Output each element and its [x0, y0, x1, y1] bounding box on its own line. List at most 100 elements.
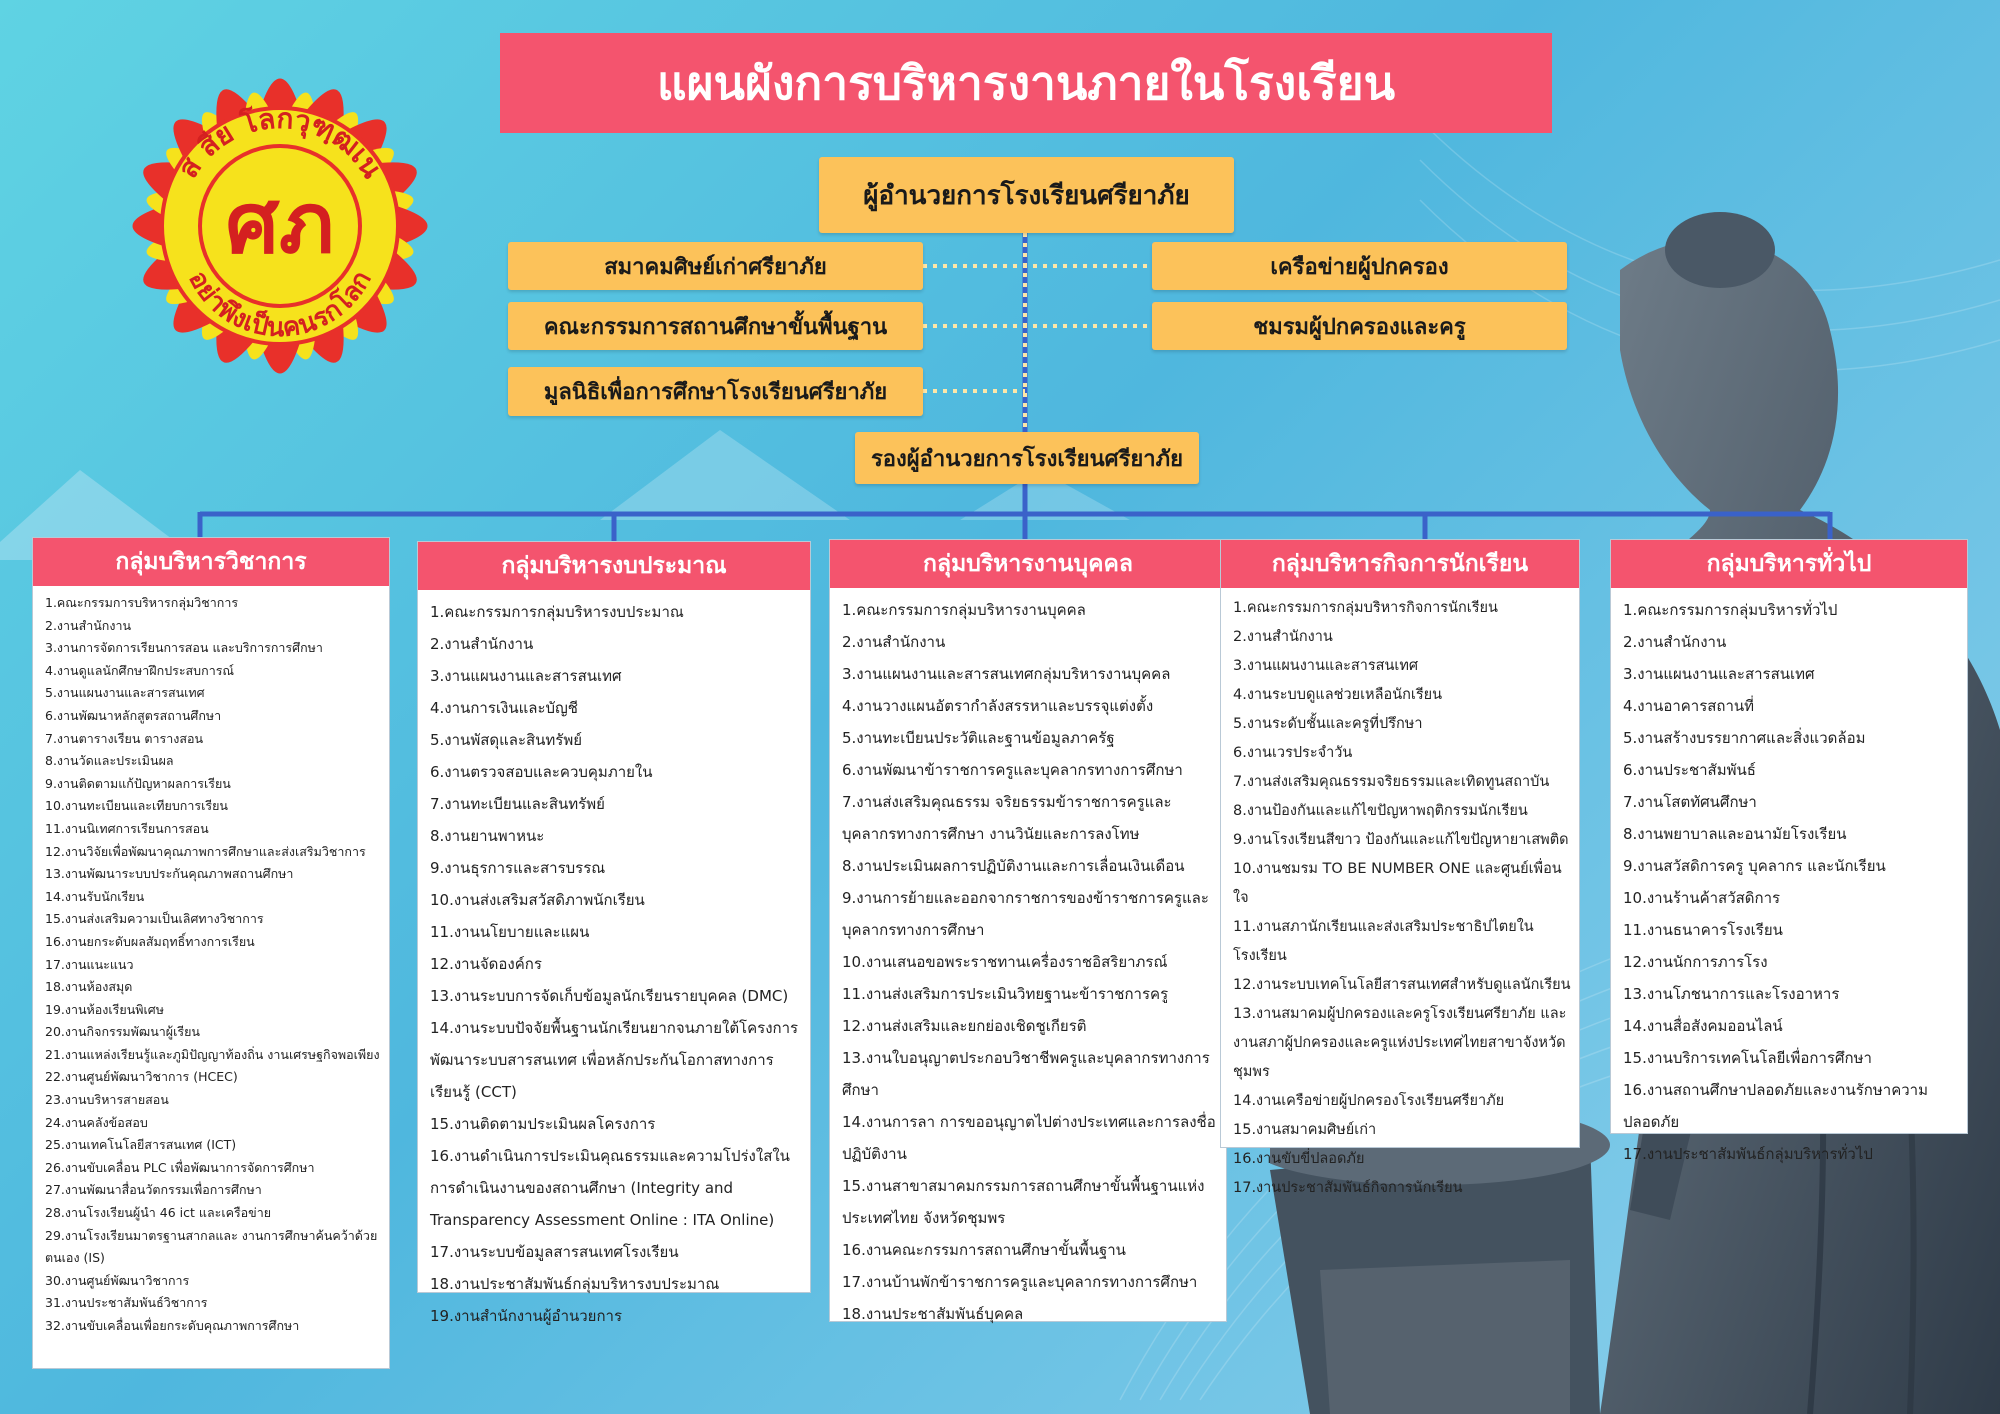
list-item: 31.งานประชาสัมพันธ์วิชาการ	[45, 1295, 208, 1311]
list-item: 1.คณะกรรมการกลุ่มบริหารทั่วไป	[1623, 601, 1838, 619]
group-budget-title: กลุ่มบริหารงบประมาณ	[418, 542, 810, 590]
list-item: 15.งานสาขาสมาคมกรรมการสถานศึกษาขั้นพื้นฐ…	[842, 1177, 1205, 1227]
list-item: 16.งานยกระดับผลสัมฤทธิ์ทางการเรียน	[45, 933, 255, 949]
education-foundation-box: มูลนิธิเพื่อการศึกษาโรงเรียนศรียาภัย	[508, 367, 923, 416]
list-item: 14.งานระบบปัจจัยพื้นฐานนักเรียนยากจนภายใ…	[430, 1019, 799, 1101]
parent-network-box: เครือข่ายผู้ปกครอง	[1152, 242, 1567, 290]
list-item: 11.งานส่งเสริมการประเมินวิทยฐานะข้าราชกา…	[842, 985, 1169, 1003]
list-item: 13.งานสมาคมผู้ปกครองและครูโรงเรียนศรียาภ…	[1233, 1006, 1567, 1080]
group-general-admin-list: 1.คณะกรรมการกลุ่มบริหารทั่วไป 2.งานสำนักง…	[1611, 588, 1967, 1174]
list-item: 17.งานระบบข้อมูลสารสนเทศโรงเรียน	[430, 1243, 679, 1261]
list-item: 4.งานวางแผนอัตรากำลังสรรหาและบรรจุแต่งตั…	[842, 697, 1154, 715]
list-item: 4.งานระบบดูแลช่วยเหลือนักเรียน	[1233, 687, 1443, 703]
list-item: 15.งานสมาคมศิษย์เก่า	[1233, 1122, 1377, 1138]
list-item: 18.งานประชาสัมพันธ์กลุ่มบริหารงบประมาณ	[430, 1275, 720, 1293]
list-item: 11.งานธนาคารโรงเรียน	[1623, 921, 1783, 939]
list-item: 12.งานจัดองค์กร	[430, 955, 542, 973]
list-item: 18.งานประชาสัมพันธ์บุคคล	[842, 1305, 1024, 1323]
list-item: 3.งานแผนงานและสารสนเทศ	[430, 667, 622, 685]
list-item: 14.งานรับนักเรียน	[45, 888, 145, 904]
group-personnel-title: กลุ่มบริหารงานบุคคล	[830, 540, 1226, 588]
list-item: 21.งานแหล่งเรียนรู้และภูมิปัญญาท้องถิ่น …	[45, 1046, 380, 1062]
list-item: 2.งานสำนักงาน	[430, 635, 534, 653]
list-item: 32.งานขับเคลื่อนเพื่อยกระดับคุณภาพการศึก…	[45, 1318, 300, 1333]
list-item: 15.งานติดตามประเมินผลโครงการ	[430, 1115, 656, 1133]
list-item: 11.งานนิเทศการเรียนการสอน	[45, 820, 209, 836]
list-item: 3.งานแผนงานและสารสนเทศกลุ่มบริหารงานบุคค…	[842, 665, 1171, 683]
list-item: 8.งานยานพาหนะ	[430, 827, 545, 845]
list-item: 17.งานบ้านพักข้าราชการครูและบุคลากรทางกา…	[842, 1273, 1198, 1291]
list-item: 9.งานสวัสดิการครู บุคลากร และนักเรียน	[1623, 857, 1886, 875]
list-item: 13.งานระบบการจัดเก็บข้อมูลนักเรียนรายบุค…	[430, 987, 789, 1005]
list-item: 10.งานส่งเสริมสวัสดิภาพนักเรียน	[430, 891, 645, 909]
list-item: 16.งานดำเนินการประเมินคุณธรรมและความโปร่…	[430, 1147, 790, 1229]
list-item: 7.งานโสตทัศนศึกษา	[1623, 793, 1757, 811]
list-item: 17.งานประชาสัมพันธ์กลุ่มบริหารทั่วไป	[1623, 1145, 1873, 1163]
list-item: 29.งานโรงเรียนมาตรฐานสากลและ งานการศึกษา…	[45, 1227, 378, 1266]
list-item: 4.งานการเงินและบัญชี	[430, 699, 578, 717]
list-item: 30.งานศูนย์พัฒนาวิชาการ	[45, 1272, 190, 1288]
group-student-affairs-title: กลุ่มบริหารกิจการนักเรียน	[1221, 540, 1579, 588]
list-item: 1.คณะกรรมการบริหารกลุ่มวิชาการ	[45, 595, 239, 610]
list-item: 24.งานคลังข้อสอบ	[45, 1114, 148, 1130]
list-item: 15.งานบริการเทคโนโลยีเพื่อการศึกษา	[1623, 1049, 1872, 1067]
list-item: 16.งานขับขี่ปลอดภัย	[1233, 1151, 1365, 1167]
group-budget: กลุ่มบริหารงบประมาณ 1.คณะกรรมการกลุ่มบริ…	[417, 541, 811, 1325]
list-item: 8.งานวัดและประเมินผล	[45, 753, 174, 769]
list-item: 4.งานดูแลนักศึกษาฝึกประสบการณ์	[45, 662, 235, 678]
list-item: 2.งานสำนักงาน	[842, 633, 946, 651]
list-item: 13.งานใบอนุญาตประกอบวิชาชีพครูและบุคลากร…	[842, 1049, 1210, 1099]
list-item: 6.งานตรวจสอบและควบคุมภายใน	[430, 763, 653, 781]
list-item: 9.งานติดตามแก้ปัญหาผลการเรียน	[45, 775, 231, 791]
list-item: 19.งานห้องเรียนพิเศษ	[45, 1001, 164, 1017]
list-item: 1.คณะกรรมการกลุ่มบริหารกิจการนักเรียน	[1233, 600, 1498, 616]
list-item: 8.งานป้องกันและแก้ไขปัญหาพฤติกรรมนักเรีย…	[1233, 803, 1528, 819]
list-item: 22.งานศูนย์พัฒนาวิชาการ (HCEC)	[45, 1069, 238, 1085]
list-item: 5.งานทะเบียนประวัติและฐานข้อมูลภาครัฐ	[842, 729, 1115, 747]
logo-emblem-letters: ศภ	[226, 174, 335, 272]
list-item: 10.งานร้านค้าสวัสดิการ	[1623, 889, 1781, 907]
list-item: 13.งานโภชนาการและโรงอาหาร	[1623, 985, 1840, 1003]
list-item: 10.งานชมรม TO BE NUMBER ONE และศูนย์เพื่…	[1233, 861, 1562, 906]
list-item: 5.งานสร้างบรรยากาศและสิ่งแวดล้อม	[1623, 729, 1866, 747]
list-item: 12.งานนักการภารโรง	[1623, 953, 1768, 971]
list-item: 14.งานการลา การขออนุญาตไปต่างประเทศและกา…	[842, 1113, 1216, 1163]
list-item: 3.งานแผนงานและสารสนเทศ	[1623, 665, 1815, 683]
list-item: 8.งานพยาบาลและอนามัยโรงเรียน	[1623, 825, 1847, 843]
list-item: 2.งานสำนักงาน	[1233, 629, 1333, 645]
list-item: 9.งานธุรการและสารบรรณ	[430, 859, 606, 877]
list-item: 7.งานส่งเสริมคุณธรรม จริยธรรมข้าราชการคร…	[842, 793, 1172, 843]
list-item: 13.งานพัฒนาระบบประกันคุณภาพสถานศึกษา	[45, 866, 294, 882]
list-item: 9.งานการย้ายและออกจากราชการของข้าราชการค…	[842, 889, 1209, 939]
school-logo: ส สีย โลกวุฑฺฒเน อย่าพึงเป็นคนรกโลก ศภ	[132, 78, 428, 374]
list-item: 23.งานบริหารสายสอน	[45, 1092, 169, 1108]
list-item: 1.คณะกรรมการกลุ่มบริหารงานบุคคล	[842, 601, 1086, 619]
list-item: 7.งานทะเบียนและสินทรัพย์	[430, 795, 605, 813]
list-item: 25.งานเทคโนโลยีสารสนเทศ (ICT)	[45, 1137, 237, 1153]
list-item: 12.งานวิจัยเพื่อพัฒนาคุณภาพการศึกษาและส่…	[45, 843, 366, 859]
list-item: 9.งานโรงเรียนสีขาว ป้องกันและแก้ไขปัญหาย…	[1233, 832, 1569, 848]
list-item: 6.งานเวรประจำวัน	[1233, 745, 1353, 761]
list-item: 7.งานตารางเรียน ตารางสอน	[45, 730, 204, 746]
list-item: 8.งานประเมินผลการปฏิบัติงานและการเลื่อนเ…	[842, 857, 1185, 875]
group-general-admin: กลุ่มบริหารทั่วไป 1.คณะกรรมการกลุ่มบริหา…	[1610, 539, 1968, 1163]
list-item: 2.งานสำนักงาน	[45, 617, 132, 633]
group-academic-list: 1.คณะกรรมการบริหารกลุ่มวิชาการ 2.งานสำนัก…	[33, 586, 389, 1342]
list-item: 6.งานพัฒนาหลักสูตรสถานศึกษา	[45, 707, 222, 723]
list-item: 11.งานนโยบายและแผน	[430, 923, 590, 941]
deputy-director-box: รองผู้อำนวยการโรงเรียนศรียาภัย	[855, 432, 1199, 484]
alumni-association-box: สมาคมศิษย์เก่าศรียาภัย	[508, 242, 923, 290]
list-item: 28.งานโรงเรียนผู้นำ 46 ict และเครือข่าย	[45, 1205, 272, 1221]
list-item: 15.งานส่งเสริมความเป็นเลิศทางวิชาการ	[45, 911, 264, 927]
group-general-admin-title: กลุ่มบริหารทั่วไป	[1611, 540, 1967, 588]
list-item: 6.งานประชาสัมพันธ์	[1623, 761, 1756, 779]
list-item: 2.งานสำนักงาน	[1623, 633, 1727, 651]
list-item: 11.งานสภานักเรียนและส่งเสริมประชาธิปไตยใ…	[1233, 919, 1534, 964]
list-item: 7.งานส่งเสริมคุณธรรมจริยธรรมและเทิดทูนสถ…	[1233, 774, 1550, 790]
list-item: 5.งานระดับชั้นและครูที่ปรึกษา	[1233, 716, 1423, 732]
basic-education-committee-box: คณะกรรมการสถานศึกษาขั้นพื้นฐาน	[508, 302, 923, 350]
group-student-affairs-list: 1.คณะกรรมการกลุ่มบริหารกิจการนักเรียน 2.ง…	[1221, 588, 1579, 1207]
